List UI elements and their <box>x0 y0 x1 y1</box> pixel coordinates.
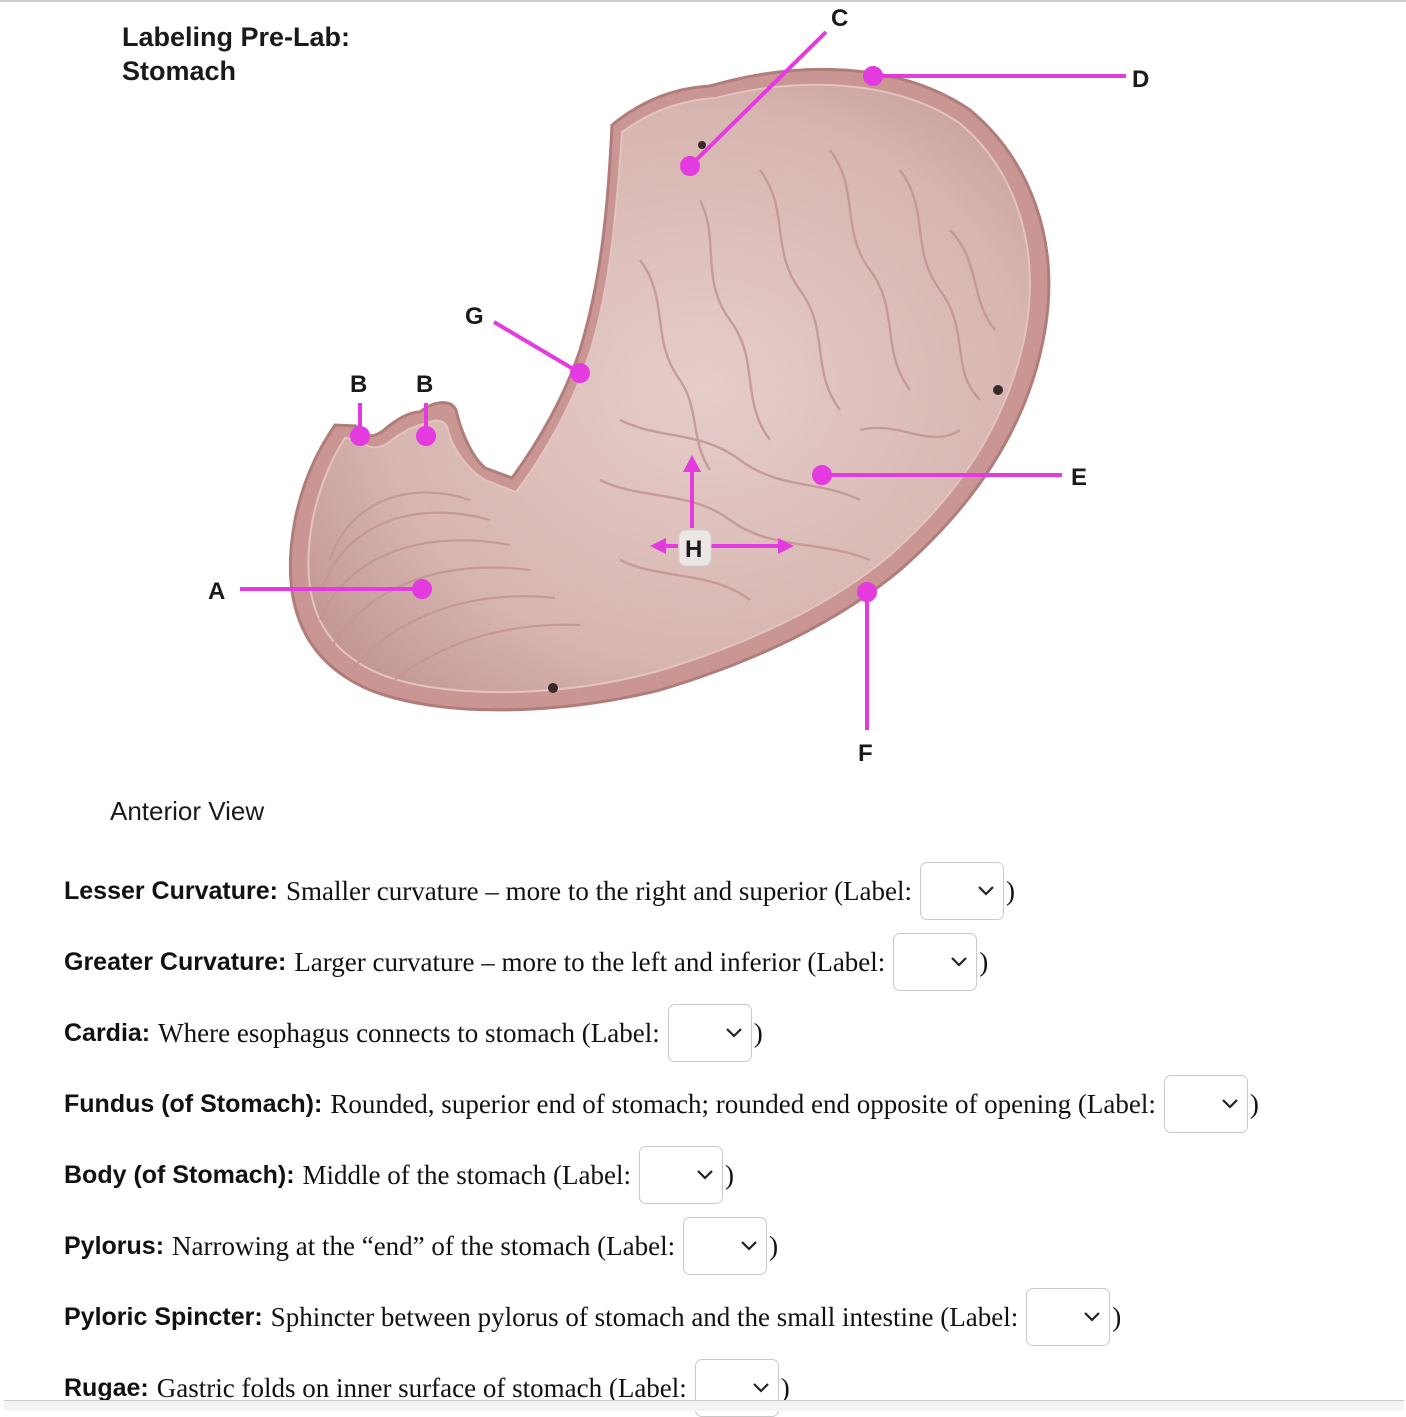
label-dropdown[interactable] <box>1163 1075 1248 1133</box>
label-a: A <box>208 578 225 605</box>
chevron-down-icon <box>697 1170 713 1180</box>
question-pyloric-sphincter: Pyloric Spincter: Sphincter between pylo… <box>64 1288 1122 1346</box>
label-b-2: B <box>416 371 433 398</box>
question-description: Where esophagus connects to stomach (Lab… <box>158 1017 660 1048</box>
question-description: Gastric folds on inner surface of stomac… <box>156 1372 687 1403</box>
question-term: Fundus (of Stomach): <box>64 1089 323 1118</box>
stomach-diagram: A B B C D E F G H <box>208 5 1149 767</box>
bottom-scroll-edge <box>4 1400 1404 1411</box>
label-h: H <box>685 536 702 563</box>
pointer-f-dot <box>857 582 877 602</box>
question-term: Lesser Curvature: <box>64 876 278 905</box>
stomach-inner-lining <box>307 83 1031 694</box>
chevron-down-icon <box>1222 1099 1238 1109</box>
question-description: Middle of the stomach (Label: <box>302 1159 631 1190</box>
question-description: Rounded, superior end of stomach; rounde… <box>330 1088 1156 1119</box>
question-term: Cardia: <box>64 1018 151 1047</box>
question-description: Smaller curvature – more to the right an… <box>285 875 913 906</box>
pointer-g <box>492 320 582 375</box>
chevron-down-icon <box>753 1383 769 1393</box>
chevron-down-icon <box>725 1028 742 1038</box>
pointer-g-dot <box>570 363 590 383</box>
pointer-b2-dot <box>416 426 436 446</box>
title-line-2: Stomach <box>122 56 237 86</box>
label-dropdown[interactable] <box>893 933 978 991</box>
question-term: Rugae: <box>64 1373 149 1402</box>
question-term: Pyloric Spincter: <box>64 1302 263 1331</box>
pin-hole <box>698 141 706 149</box>
stomach-image <box>288 67 1051 712</box>
chevron-down-icon <box>978 886 994 896</box>
view-caption: Anterior View <box>110 796 265 826</box>
pointer-lines <box>240 30 1126 730</box>
question-description: Sphincter between pylorus of stomach and… <box>270 1301 1019 1332</box>
close-paren: ) <box>1006 875 1016 906</box>
label-dropdown[interactable] <box>683 1217 768 1275</box>
pointer-b1-dot <box>350 426 370 446</box>
question-fundus: Fundus (of Stomach): Rounded, superior e… <box>64 1075 1259 1133</box>
label-g: G <box>465 303 484 330</box>
page-title: Labeling Pre-Lab: Stomach <box>122 20 350 88</box>
question-term: Body (of Stomach): <box>64 1160 295 1189</box>
label-c: C <box>831 5 848 32</box>
label-dropdown[interactable] <box>920 862 1005 920</box>
label-b-1: B <box>350 371 367 398</box>
chevron-down-icon <box>951 957 968 967</box>
antrum-folds <box>318 491 581 689</box>
label-dropdown[interactable] <box>1026 1288 1111 1346</box>
rugae-folds <box>599 149 996 601</box>
pointer-c-dot <box>680 156 700 176</box>
question-description: Larger curvature – more to the left and … <box>294 946 886 977</box>
close-paren: ) <box>1112 1301 1122 1332</box>
question-greater-curvature: Greater Curvature: Larger curvature – mo… <box>64 933 989 991</box>
question-pylorus: Pylorus: Narrowing at the “end” of the s… <box>64 1217 779 1275</box>
question-term: Pylorus: <box>64 1231 165 1260</box>
pointer-c <box>688 30 828 168</box>
arrowhead-up-icon <box>683 455 701 472</box>
label-f: F <box>858 740 873 767</box>
question-lesser-curvature: Lesser Curvature: Smaller curvature – mo… <box>64 862 1016 920</box>
close-paren: ) <box>724 1159 734 1190</box>
top-border <box>0 0 1406 2</box>
chevron-down-icon <box>1084 1312 1101 1322</box>
close-paren: ) <box>979 946 989 977</box>
label-dropdown[interactable] <box>638 1146 723 1204</box>
pin-hole <box>548 683 558 693</box>
title-line-1: Labeling Pre-Lab: <box>122 22 351 52</box>
pointer-d-dot <box>863 66 883 86</box>
arrowhead-right-icon <box>778 538 794 554</box>
close-paren: ) <box>1249 1088 1259 1119</box>
question-term: Greater Curvature: <box>64 947 287 976</box>
label-e: E <box>1071 464 1087 491</box>
label-h-badge <box>678 529 712 567</box>
pointer-a-dot <box>412 579 432 599</box>
close-paren: ) <box>769 1230 779 1261</box>
question-cardia: Cardia: Where esophagus connects to stom… <box>64 1004 763 1062</box>
label-dropdown[interactable] <box>667 1004 752 1062</box>
close-paren: ) <box>780 1372 790 1403</box>
question-description: Narrowing at the “end” of the stomach (L… <box>172 1230 676 1261</box>
question-body: Body (of Stomach): Middle of the stomach… <box>64 1146 734 1204</box>
arrowhead-left-icon <box>650 538 666 554</box>
pointer-e-dot <box>812 465 832 485</box>
pin-hole <box>993 385 1003 395</box>
label-d: D <box>1132 66 1149 93</box>
chevron-down-icon <box>741 1241 757 1251</box>
close-paren: ) <box>753 1017 763 1048</box>
